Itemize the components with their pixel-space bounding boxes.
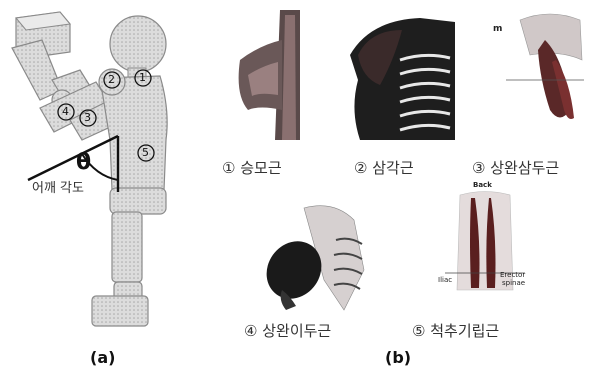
- caption-erector-name: 척추기립근: [430, 322, 499, 340]
- trapezius-image: [220, 0, 320, 140]
- triceps-m-label: m: [493, 24, 502, 34]
- caption-trapezius-name: 승모근: [240, 159, 281, 177]
- mannequin-foot: [92, 296, 148, 326]
- angle-symbol: θ: [76, 150, 91, 175]
- panel-b: m Back Iliac Erector spinae ① 승모근 ② 삼각근 …: [200, 0, 609, 377]
- panel-a-label: (a): [90, 348, 115, 367]
- angle-line-diagonal: [28, 136, 118, 180]
- marker-2: 2: [108, 73, 115, 86]
- mannequin-figure: [0, 0, 200, 377]
- caption-biceps-num: ④: [244, 322, 257, 340]
- caption-trapezius-num: ①: [222, 159, 235, 177]
- erector-label-1: Erector: [500, 271, 525, 279]
- marker-4: 4: [62, 105, 69, 118]
- caption-deltoid-num: ②: [354, 159, 367, 177]
- caption-biceps-name: 상완이두근: [262, 322, 331, 340]
- panel-a: 1 2 3 4 5 θ 어깨 각도 (a): [0, 0, 200, 377]
- caption-trapezius: ① 승모근: [222, 157, 282, 178]
- mannequin-head: [110, 16, 166, 72]
- panel-b-label: (b): [385, 348, 411, 367]
- deltoid-image: [340, 0, 460, 140]
- marker-5: 5: [142, 146, 149, 159]
- caption-erector: ⑤ 척추기립근: [412, 320, 499, 341]
- caption-deltoid-name: 삼각근: [372, 159, 413, 177]
- mannequin-thigh: [112, 212, 142, 282]
- caption-deltoid: ② 삼각근: [354, 157, 414, 178]
- erector-iliac-label: Iliac: [438, 276, 452, 284]
- erector-back-label: Back: [473, 181, 492, 189]
- caption-triceps-name: 상완삼두근: [490, 159, 559, 177]
- caption-triceps-num: ③: [472, 159, 485, 177]
- triceps-image: [490, 0, 590, 140]
- angle-label: 어깨 각도: [32, 177, 84, 196]
- biceps-image: [264, 200, 374, 315]
- caption-biceps: ④ 상완이두근: [244, 320, 331, 341]
- caption-erector-num: ⑤: [412, 322, 425, 340]
- erector-label-2: spinae: [502, 279, 525, 287]
- marker-1: 1: [139, 71, 146, 84]
- marker-3: 3: [84, 111, 91, 124]
- caption-triceps: ③ 상완삼두근: [472, 157, 559, 178]
